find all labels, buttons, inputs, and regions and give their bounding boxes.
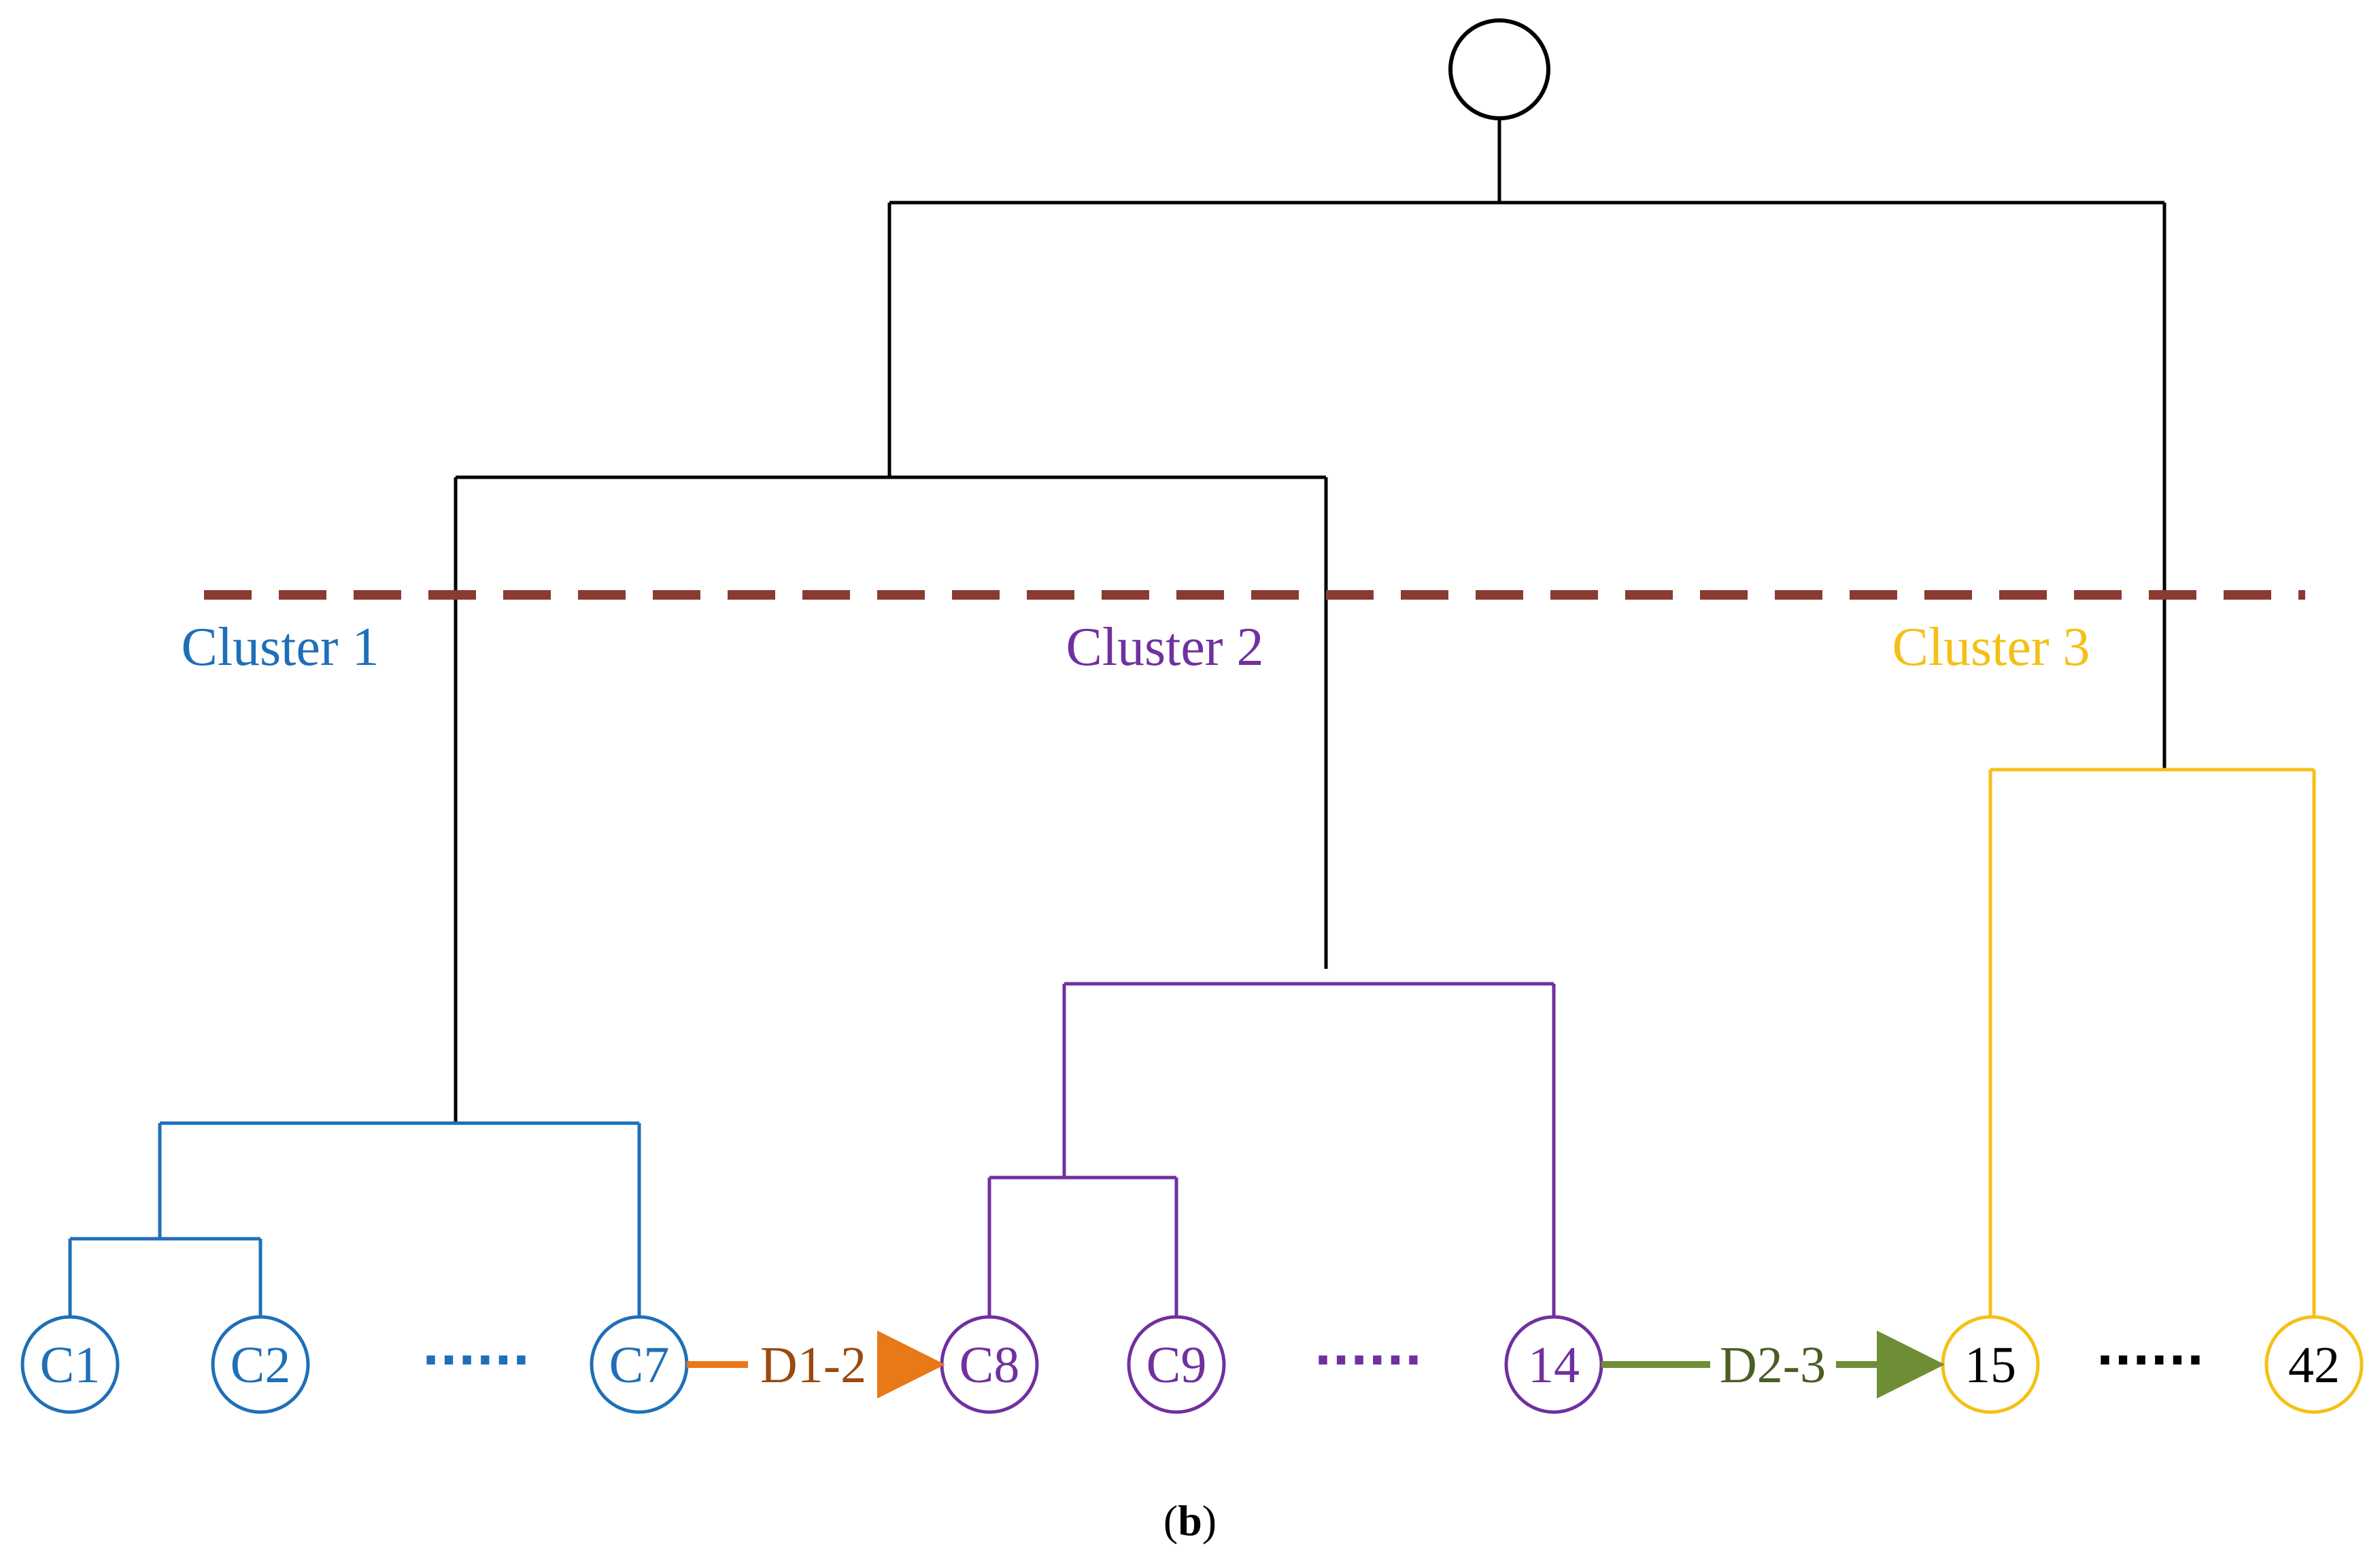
upper-tree-branches <box>454 118 2166 1123</box>
cluster1-ellipsis: ...... <box>422 1320 530 1376</box>
leaf-c9: C9 <box>1127 1315 1226 1414</box>
leaf-42-circle <box>2264 1315 2364 1414</box>
leaf-15-label: 15 <box>1965 1337 2016 1394</box>
leaf-c8: C8 <box>940 1315 1039 1414</box>
cluster3-branches <box>1988 768 2316 1316</box>
leaf-c1-circle <box>20 1315 120 1414</box>
cluster1-branches <box>68 1121 641 1316</box>
cluster2-label: Cluster 2 <box>1066 617 1263 677</box>
cluster1-label: Cluster 1 <box>181 617 379 677</box>
leaf-14-label: 14 <box>1528 1337 1580 1394</box>
leaf-14: 14 <box>1504 1315 1603 1414</box>
leaf-c2: C2 <box>211 1315 310 1414</box>
figure-caption: (b) <box>1163 1496 1217 1545</box>
cluster3-ellipsis: ...... <box>2096 1320 2205 1376</box>
root-node <box>1448 18 1550 120</box>
leaf-c9-circle <box>1127 1315 1226 1414</box>
leaf-c1: C1 <box>20 1315 120 1414</box>
leaf-c1-label: C1 <box>40 1337 101 1394</box>
leaf-c7: C7 <box>590 1315 689 1414</box>
caption-close-paren: ) <box>1202 1496 1217 1545</box>
leaf-c2-label: C2 <box>231 1337 291 1394</box>
leaf-c8-label: C8 <box>959 1337 1020 1394</box>
distance-d23: D2-3 <box>1601 1331 1945 1399</box>
caption-open-paren: ( <box>1163 1496 1178 1545</box>
leaf-42: 42 <box>2264 1315 2364 1414</box>
caption-letter: b <box>1178 1496 1202 1545</box>
leaf-c7-label: C7 <box>609 1337 670 1394</box>
leaf-42-label: 42 <box>2288 1337 2340 1394</box>
d12-label: D1-2 <box>760 1337 866 1394</box>
leaf-15: 15 <box>1941 1315 2040 1414</box>
cluster3-label: Cluster 3 <box>1892 617 2090 677</box>
cluster2-branches <box>987 982 1556 1316</box>
distance-d12: D1-2 <box>687 1331 945 1399</box>
leaf-c9-label: C9 <box>1146 1337 1207 1394</box>
leaf-c2-circle <box>211 1315 310 1414</box>
d23-label: D2-3 <box>1720 1337 1826 1394</box>
cluster2-ellipsis: ...... <box>1314 1320 1423 1376</box>
